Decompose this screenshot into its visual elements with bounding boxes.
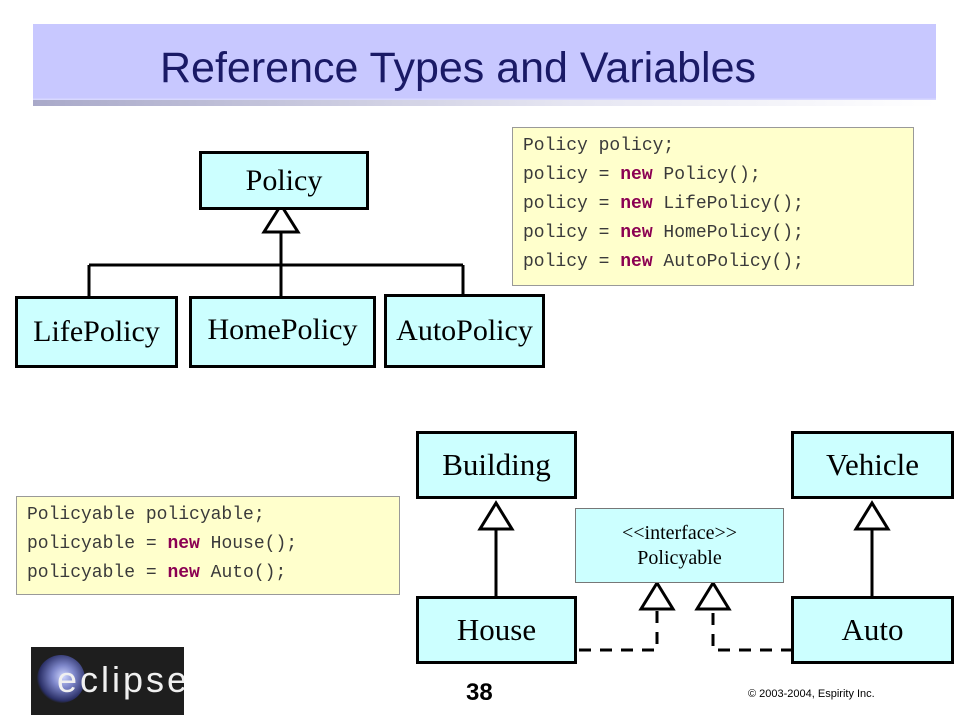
code-text: Policy policy; [523, 136, 675, 156]
code-line: Policyable policyable; [27, 501, 399, 530]
code-line: policyable = new Auto(); [27, 559, 399, 588]
realization-triangle [638, 580, 676, 611]
code-text: AutoPolicy(); [652, 252, 804, 272]
code-text: Policy(); [652, 165, 761, 185]
realization-dashed-line [579, 609, 659, 652]
class-name: Policy [245, 163, 323, 197]
code-text: HomePolicy(); [652, 223, 804, 243]
class-box-lifepolicy: LifePolicy [15, 296, 178, 368]
interface-box-policyable: <<interface>> Policyable [575, 508, 784, 583]
class-name: Vehicle [826, 447, 919, 482]
policyable-code-box: Policyable policyable; policyable = new … [16, 496, 400, 595]
class-box-building: Building [416, 431, 577, 499]
code-text: policy = [523, 194, 621, 214]
class-box-vehicle: Vehicle [791, 431, 954, 499]
code-text: House(); [199, 534, 298, 554]
class-box-auto: Auto [791, 596, 954, 664]
title-underline [33, 100, 936, 106]
code-text: policy = [523, 223, 621, 243]
code-line: policyable = new House(); [27, 530, 399, 559]
class-box-homepolicy: HomePolicy [189, 296, 376, 368]
eclipse-logo-text: eclipse [57, 659, 184, 700]
realization-dashed-line [711, 609, 793, 652]
code-keyword: new [620, 252, 653, 272]
realization-triangle [694, 580, 732, 611]
code-line: policy = new AutoPolicy(); [523, 248, 913, 277]
eclipse-logo-icon [37, 655, 85, 703]
code-keyword: new [167, 563, 200, 583]
code-text: Policyable policyable; [27, 505, 265, 525]
page-number: 38 [466, 679, 493, 706]
class-box-autopolicy: AutoPolicy [384, 294, 545, 368]
interface-name: Policyable [637, 546, 722, 569]
title-band [33, 24, 936, 105]
policy-code-box: Policy policy; policy = new Policy(); po… [512, 127, 914, 286]
code-line: policy = new Policy(); [523, 161, 913, 190]
code-text: policy = [523, 252, 621, 272]
code-line: Policy policy; [523, 132, 913, 161]
code-keyword: new [167, 534, 200, 554]
inheritance-triangle [853, 500, 891, 531]
eclipse-logo: eclipse [31, 647, 184, 715]
class-name: LifePolicy [33, 315, 160, 348]
code-keyword: new [620, 165, 653, 185]
slide-title: Reference Types and Variables [160, 44, 756, 92]
class-box-policy: Policy [199, 151, 369, 210]
code-keyword: new [620, 194, 653, 214]
code-keyword: new [620, 223, 653, 243]
code-text: LifePolicy(); [652, 194, 804, 214]
copyright-notice: © 2003-2004, Espirity Inc. [748, 688, 875, 700]
class-name: Building [442, 447, 551, 482]
inheritance-triangle [477, 500, 515, 531]
code-text: policy = [523, 165, 621, 185]
class-name: AutoPolicy [396, 314, 533, 347]
class-name: Auto [841, 612, 904, 647]
code-text: policyable = [27, 534, 168, 554]
class-box-house: House [416, 596, 577, 664]
code-line: policy = new HomePolicy(); [523, 219, 913, 248]
class-name: House [456, 612, 537, 647]
class-name: HomePolicy [207, 313, 358, 346]
code-text: Auto(); [199, 563, 287, 583]
interface-stereotype: <<interface>> [621, 521, 738, 544]
code-text: policyable = [27, 563, 168, 583]
code-line: policy = new LifePolicy(); [523, 190, 913, 219]
